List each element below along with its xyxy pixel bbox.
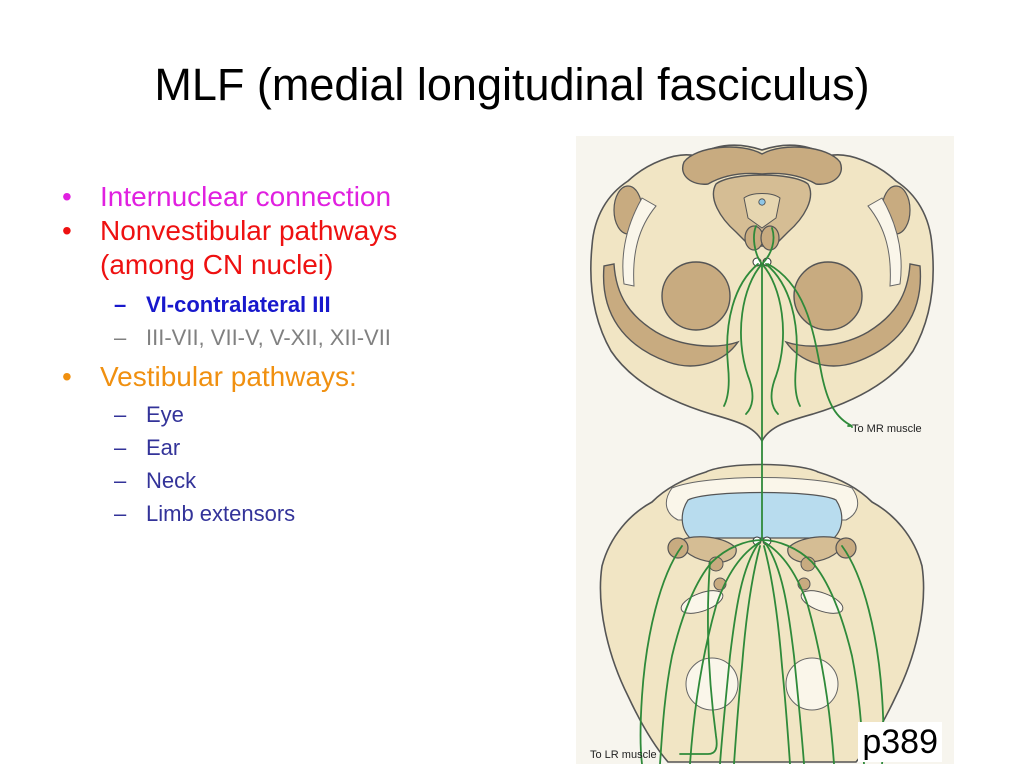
- lower-fiber: [763, 541, 835, 764]
- sub-bullet-text: Ear: [146, 435, 181, 460]
- sub-bullet-marker: –: [114, 402, 127, 427]
- sub-bullet-text: Limb extensors: [146, 501, 296, 526]
- upper-fiber: [753, 225, 763, 265]
- page-reference: p389: [858, 722, 942, 762]
- upper-fiber: [740, 263, 763, 415]
- lower-fiber: [719, 543, 759, 764]
- sub-bullet-marker: –: [114, 435, 127, 460]
- bullet-marker: •: [62, 215, 72, 246]
- sub-bullet-marker: –: [114, 501, 127, 526]
- bullet-internuclear: • Internuclear connection: [62, 180, 502, 214]
- sub-bullet-text: Eye: [146, 402, 184, 427]
- fiber-to-lr-muscle: [679, 561, 718, 755]
- bullet-text-continuation: (among CN nuclei): [100, 249, 334, 280]
- cerebral-peduncle-left: [602, 263, 740, 367]
- facial-genu-left: [667, 537, 689, 559]
- superior-olive-left: [680, 590, 724, 614]
- sub-bullet-text: Neck: [146, 468, 197, 493]
- bullet-list: • Internuclear connection • Nonvestibular …: [62, 180, 502, 530]
- abducens-nucleus-left: [681, 536, 737, 563]
- bullet-vestibular: • Vestibular pathways:: [62, 360, 502, 394]
- sub-bullet-vi-contralateral: –VI-contralateral III: [62, 288, 502, 321]
- sub-bullet-eye: –Eye: [62, 398, 502, 431]
- sub-bullet-marker: –: [114, 468, 127, 493]
- bullet-text: Internuclear connection: [100, 181, 392, 212]
- lemniscus-left: [622, 197, 657, 287]
- slide-title: MLF (medial longitudinal fasciculus): [154, 59, 870, 110]
- sub-bullet-marker: –: [114, 292, 127, 317]
- pons-section: [599, 463, 925, 763]
- cerebral-aqueduct: [758, 198, 766, 206]
- oculomotor-nucleus-right: [760, 225, 780, 251]
- label-to-lr-muscle: To LR muscle: [590, 749, 657, 761]
- lower-fiber: [639, 545, 683, 764]
- lower-fiber: [765, 543, 805, 764]
- sub-bullet-marker: –: [114, 325, 127, 350]
- fiber-to-mr-muscle: [767, 263, 853, 427]
- sub-bullet-limb-extensors: –Limb extensors: [62, 497, 502, 530]
- red-nucleus-left: [661, 261, 731, 331]
- lower-fiber: [761, 539, 865, 764]
- aqueduct-region: [743, 193, 781, 229]
- sub-bullet-neck: –Neck: [62, 464, 502, 497]
- sub-bullet-text: III-VII, VII-V, V-XII, XII-VII: [146, 325, 391, 350]
- bullet-text: Nonvestibular pathways: [100, 215, 398, 246]
- lower-fiber: [763, 545, 791, 764]
- pontine-tract-right: [785, 657, 839, 711]
- sub-bullet-cn-pairs: –III-VII, VII-V, V-XII, XII-VII: [62, 321, 502, 354]
- lower-fiber: [689, 541, 761, 764]
- upper-fiber: [723, 263, 759, 407]
- upper-fiber: [765, 263, 801, 407]
- brainstem-mlf-diagram: To MR muscle To LR muscle: [576, 136, 954, 764]
- lower-fiber: [659, 539, 763, 764]
- label-to-mr-muscle: To MR muscle: [852, 423, 922, 435]
- lower-fiber: [733, 545, 761, 764]
- bullet-text: Vestibular pathways:: [100, 361, 357, 392]
- bullet-marker: •: [62, 361, 72, 392]
- abducens-nucleus-right: [787, 536, 843, 563]
- sub-bullet-ear: –Ear: [62, 431, 502, 464]
- bullet-nonvestibular: • Nonvestibular pathways(among CN nuclei): [62, 214, 502, 282]
- lemniscus-right: [867, 197, 902, 287]
- upper-fiber: [761, 263, 784, 415]
- cerebral-peduncle-right: [784, 263, 922, 367]
- facial-genu-right: [835, 537, 857, 559]
- sub-bullet-text: VI-contralateral III: [146, 292, 331, 317]
- superior-olive-right: [800, 590, 844, 614]
- bullet-marker: •: [62, 181, 72, 212]
- superior-colliculus: [681, 146, 843, 185]
- upper-fiber: [761, 227, 775, 265]
- red-nucleus-right: [793, 261, 863, 331]
